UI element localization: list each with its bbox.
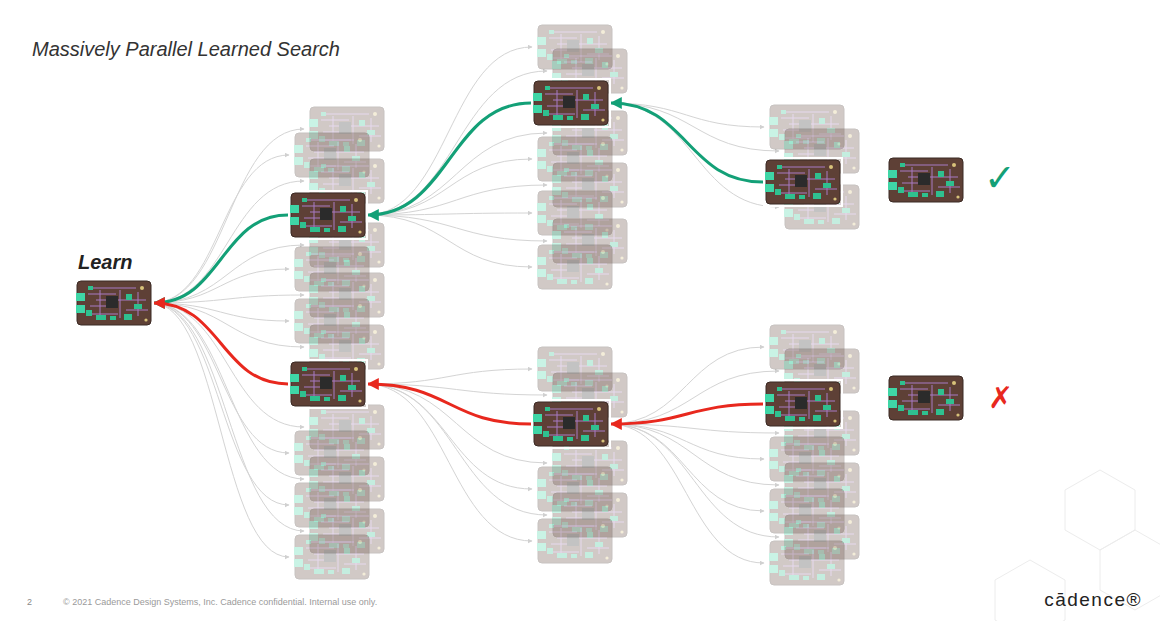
slide-title: Massively Parallel Learned Search [32, 38, 340, 61]
fan-out-line [152, 245, 304, 303]
fan-out-line [152, 303, 289, 505]
company-logo: cādence® [1044, 589, 1142, 611]
result-board [888, 376, 963, 420]
fan-out-line [366, 215, 532, 267]
fan-out-line [366, 369, 532, 384]
candidate-board [537, 519, 612, 563]
page-number: 2 [27, 597, 32, 607]
cross-mark: ✗ [988, 380, 1013, 415]
board-image [290, 361, 366, 407]
fan-out-line [152, 303, 304, 479]
fan-out-line [366, 133, 547, 215]
search-path-arrow [611, 404, 763, 424]
search-path-arrow [611, 103, 763, 182]
board-image [765, 159, 841, 205]
fan-out-line [366, 71, 547, 215]
board-image [76, 280, 152, 326]
pcb-board [765, 381, 841, 427]
pcb-board: Learn [76, 251, 152, 326]
pcb-board [533, 80, 609, 126]
check-mark: ✓ [984, 156, 1016, 200]
result-board [888, 158, 963, 202]
search-path-arrow [154, 215, 288, 303]
candidate-board [769, 541, 844, 585]
hexagon-decoration [995, 470, 1160, 621]
pcb-board [290, 192, 366, 238]
board-image [765, 381, 841, 427]
fan-out-line [152, 155, 289, 303]
board-image [533, 401, 609, 447]
copyright-notice: © 2021 Cadence Design Systems, Inc. Cade… [63, 597, 377, 607]
fan-out-line [609, 347, 764, 424]
fan-out-line [152, 303, 304, 427]
fan-out-line [366, 384, 532, 489]
fan-out-line [366, 47, 532, 215]
pcb-board [533, 401, 609, 447]
fan-out-line [366, 384, 547, 463]
search-path-arrow [368, 103, 531, 215]
fan-out-line [609, 424, 764, 563]
fan-out-line [609, 424, 779, 537]
fan-out-line [152, 181, 304, 303]
node-heading: Learn [76, 251, 152, 280]
search-path-arrow [368, 384, 531, 424]
board-image [290, 192, 366, 238]
candidate-board [537, 245, 612, 289]
fan-out-line [366, 384, 547, 515]
fan-out-line [152, 303, 289, 557]
fan-out-line [366, 213, 532, 215]
fan-out-line [152, 303, 304, 531]
fan-out-line [366, 215, 547, 241]
pcb-board [765, 159, 841, 205]
fan-out-line [366, 384, 532, 541]
fan-out-line [152, 269, 289, 303]
fan-out-line [609, 103, 779, 151]
fan-out-line [152, 129, 304, 303]
pcb-board [290, 361, 366, 407]
fan-out-line [609, 103, 779, 207]
fan-out-line [609, 371, 779, 424]
candidate-board [294, 535, 369, 579]
fan-out-line [609, 424, 764, 511]
board-image [533, 80, 609, 126]
search-path-arrow [154, 303, 288, 384]
